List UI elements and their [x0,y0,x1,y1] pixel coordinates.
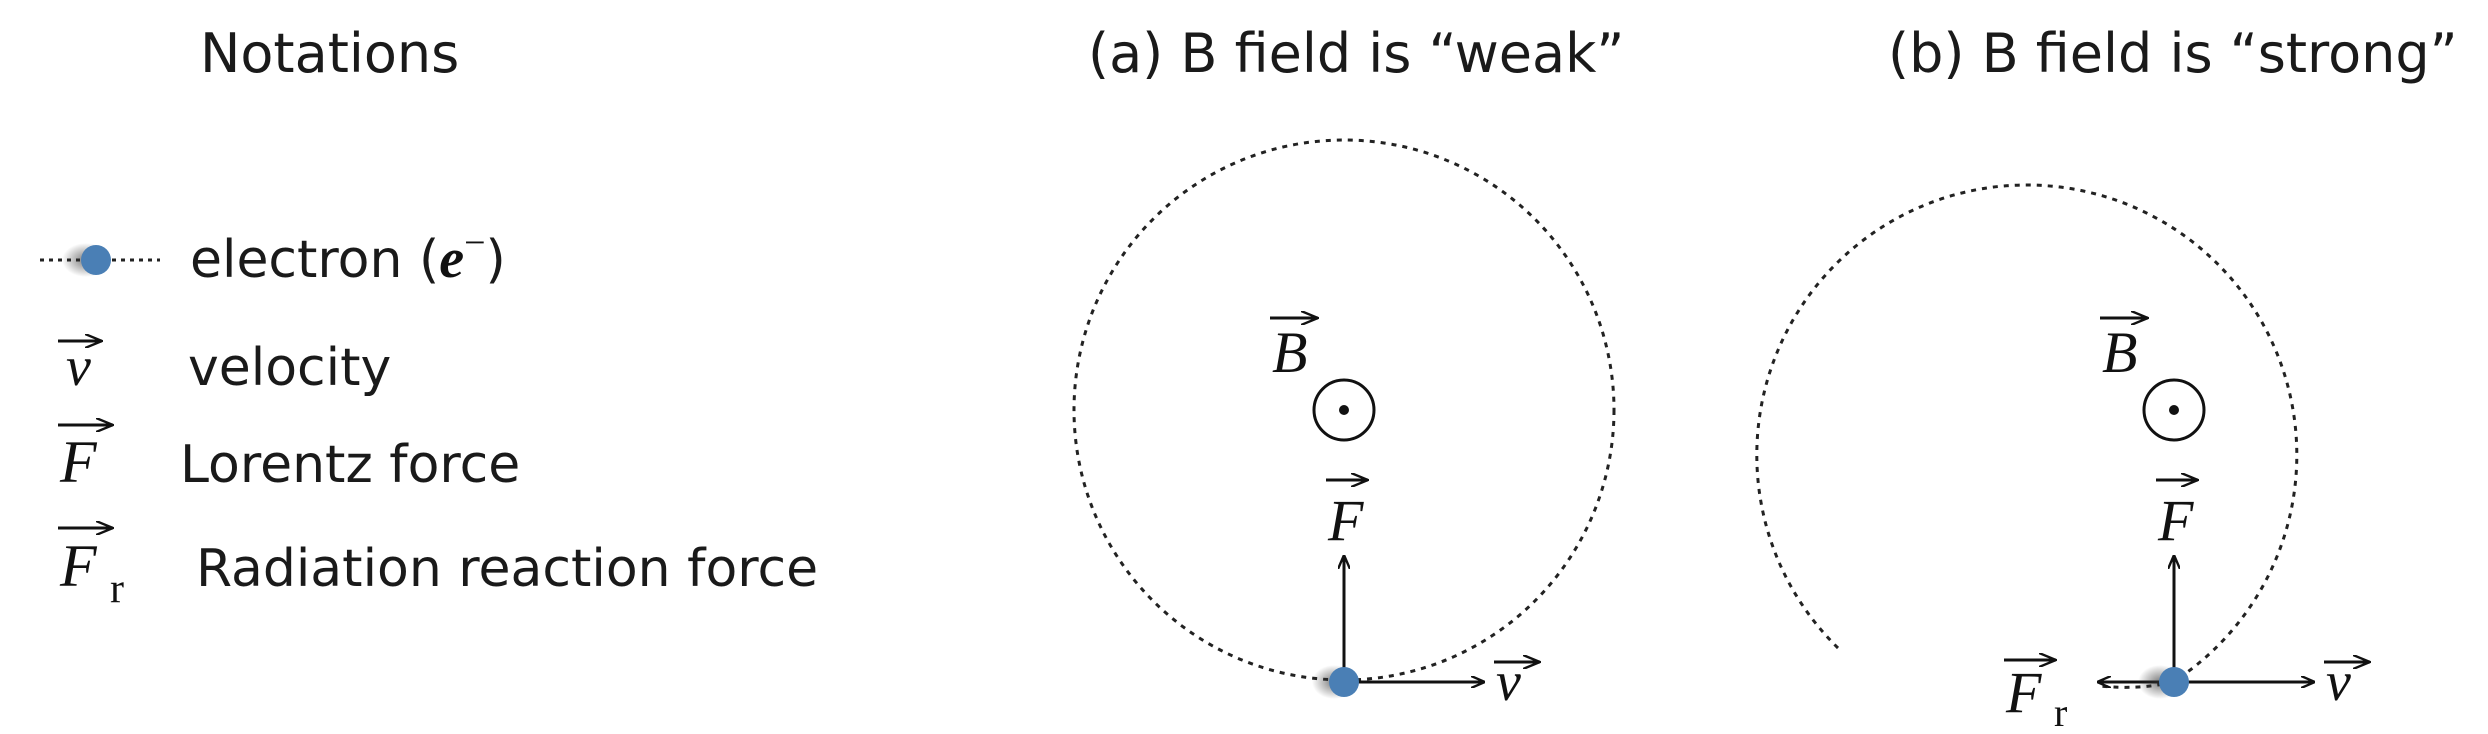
panel-b-title: (b) B field is “strong” [1888,22,2458,85]
panel-a-force-symbol: F [1327,488,1364,553]
legend-velocity-label: velocity [188,338,391,398]
panel-a-velocity-symbol: v [1496,651,1521,713]
legend-electron-row: electron (e−) [40,222,506,290]
panel-b-field-symbol: B [2102,320,2137,385]
legend-force-row: F Lorentz force [58,425,520,495]
legend-electron-symbol: e [439,228,464,290]
panel-b-force-symbol: F [2157,488,2194,553]
panel-b-strong-field: (b) B field is “strong” B F v F r [1755,22,2458,734]
panel-a-title: (a) B field is “weak” [1088,22,1624,85]
field-out-of-page-icon [1312,378,1376,442]
legend-velocity-symbol: v [66,336,91,398]
legend-electron-charge: − [464,222,485,264]
panel-a-field-symbol: B [1272,320,1307,385]
panel-b-radiation-subscript: r [2054,690,2067,734]
panel-a-weak-field: (a) B field is “weak” B F v [1072,22,1624,713]
legend-radiation-label: Radiation reaction force [196,539,818,599]
electron-icon [1329,667,1359,697]
notations-legend: Notations electron (e−) v velocity F Lor… [40,22,818,612]
electron-icon [2159,667,2189,697]
panel-b-orbit [1755,183,2299,684]
legend-radiation-symbol: F [59,533,98,599]
electron-icon [81,245,111,275]
legend-velocity-row: v velocity [58,336,391,398]
panel-a-orbit [1072,138,1616,682]
panel-b-radiation-symbol: F [2005,660,2042,725]
legend-force-symbol: F [59,429,98,495]
legend-electron-label: electron ( [190,230,439,290]
field-out-of-page-icon [2142,378,2206,442]
notations-title: Notations [200,22,459,85]
legend-electron-close: ) [486,230,506,290]
legend-radiation-subscript: r [110,566,124,612]
svg-text:electron (e−): electron (e−) [190,222,506,290]
legend-radiation-row: F r Radiation reaction force [58,528,818,612]
legend-force-label: Lorentz force [180,435,520,495]
panel-b-velocity-symbol: v [2326,651,2351,713]
